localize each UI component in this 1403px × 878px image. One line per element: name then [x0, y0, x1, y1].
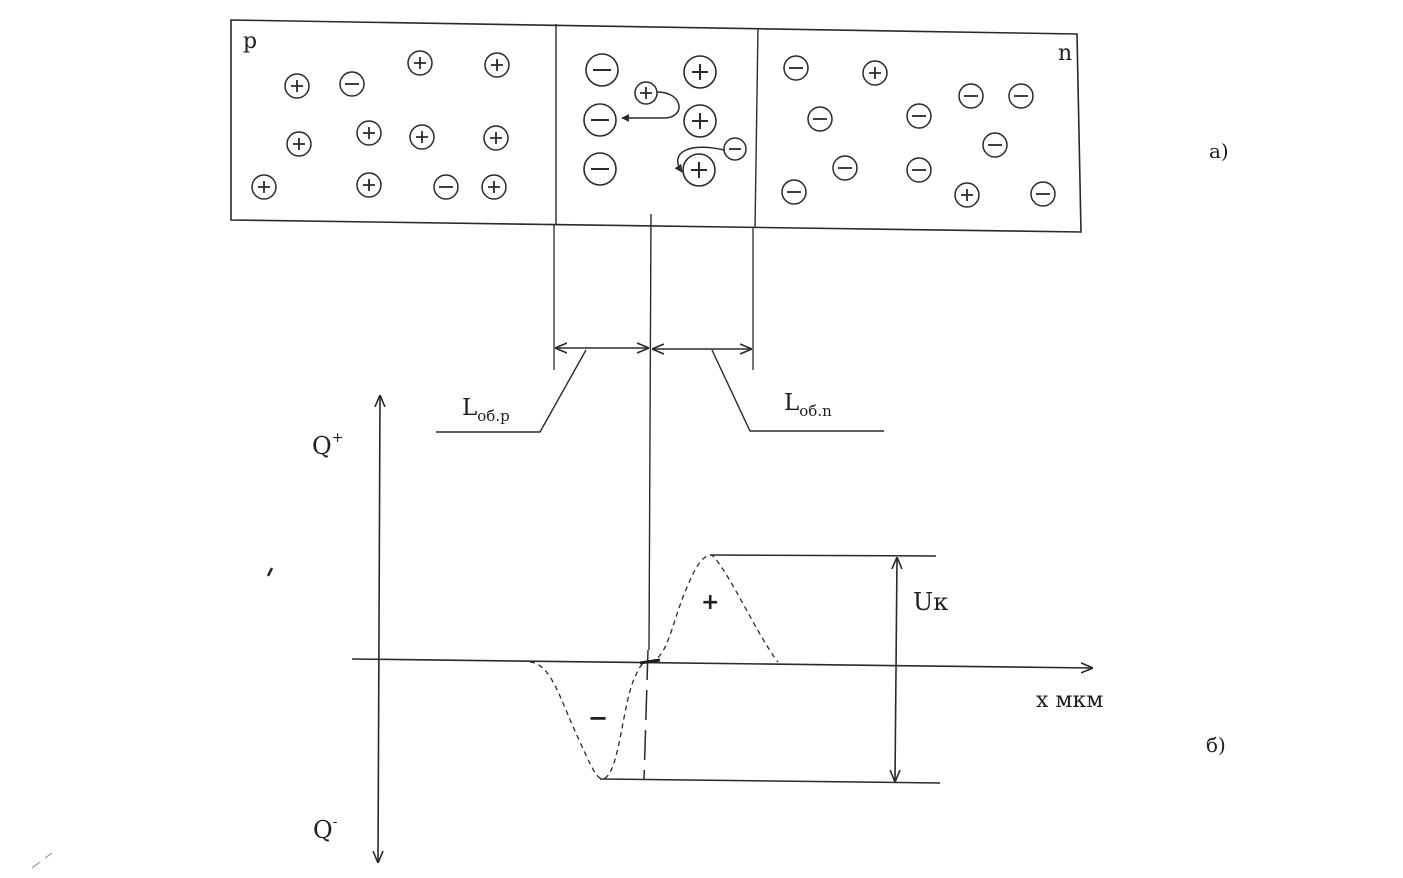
negative-charge-icon: [906, 157, 932, 183]
region-p-label: p: [243, 29, 257, 54]
positive-charge-icon: [862, 60, 888, 86]
hole-drift-arrow: [621, 91, 680, 122]
negative-charge-icon: [783, 55, 809, 81]
axis-q-minus-sup: -: [333, 814, 338, 830]
part-b-label: б): [1206, 733, 1226, 757]
width-n-label-sub: об.n: [799, 402, 832, 420]
negative-charge-icon: [433, 174, 459, 200]
positive-charge-icon: [407, 50, 433, 76]
positive-charge-icon: [356, 172, 382, 198]
positive-charge-curve: [649, 554, 779, 663]
scan-mark: [31, 852, 53, 869]
axis-q-minus-label: Q-: [313, 814, 338, 844]
junction-point-mark: [639, 658, 661, 665]
voltage-arrow: [895, 558, 897, 781]
axis-q-minus-main: Q: [313, 816, 333, 844]
axis-q-plus-main: Q: [312, 432, 332, 460]
negative-ion-icon: [585, 53, 619, 87]
positive-ion-icon: [683, 104, 717, 138]
junction-center-line: [648, 213, 652, 651]
negative-region-sign: −: [588, 704, 608, 732]
crystal-outline: [230, 19, 1082, 233]
upper-level-line: [709, 554, 937, 557]
voltage-label: Uк: [913, 588, 948, 616]
positive-charge-icon: [484, 52, 510, 78]
negative-charge-icon: [807, 106, 833, 132]
positive-charge-icon: [409, 124, 435, 150]
n-junction-boundary: [754, 27, 759, 229]
positive-charge-icon: [356, 120, 382, 146]
x-axis: [351, 658, 1092, 668]
axis-x-label: x мкм: [1036, 688, 1103, 713]
axis-q-plus-label: Q+: [312, 430, 343, 460]
lower-level-line: [599, 778, 941, 784]
depletion-region-charges: [583, 53, 747, 187]
negative-charge-icon: [1030, 181, 1056, 207]
width-p-label: Lоб.p: [462, 395, 510, 425]
width-p-label-sub: об.p: [477, 407, 509, 425]
width-p-leader: [436, 349, 587, 433]
positive-charge-icon: [483, 125, 509, 151]
width-n-leader: [711, 349, 884, 432]
positive-region-sign: +: [701, 590, 719, 615]
positive-charge-icon: [954, 182, 980, 208]
electron-drift-arrow: [674, 146, 725, 173]
width-p-label-main: L: [462, 395, 477, 421]
width-n-label-main: L: [784, 390, 799, 416]
negative-charge-icon: [958, 83, 984, 109]
positive-charge-icon: [251, 174, 277, 200]
negative-charge-icon: [832, 155, 858, 181]
width-n-label: Lоб.n: [784, 390, 832, 420]
positive-charge-icon: [284, 73, 310, 99]
crystal-block: [230, 19, 1082, 233]
junction-dashed-line: [643, 649, 649, 781]
positive-ion-icon: [683, 55, 717, 89]
q-axis: [378, 396, 380, 862]
negative-ion-icon: [583, 103, 617, 137]
positive-ion-icon: [682, 153, 716, 187]
negative-charge-icon: [906, 103, 932, 129]
negative-charge-icon: [781, 179, 807, 205]
negative-carrier-icon: [723, 137, 747, 161]
region-n-label: n: [1058, 41, 1072, 66]
part-a-label: а): [1209, 139, 1229, 163]
positive-charge-icon: [481, 174, 507, 200]
positive-charge-icon: [286, 131, 312, 157]
n-region-charges: [781, 55, 1056, 208]
p-region-charges: [251, 50, 510, 200]
positive-carrier-icon: [634, 81, 658, 105]
negative-ion-icon: [583, 152, 617, 186]
negative-charge-icon: [982, 132, 1008, 158]
negative-charge-icon: [339, 71, 365, 97]
scan-mark: [266, 567, 274, 577]
axis-q-plus-sup: +: [332, 430, 344, 446]
negative-charge-icon: [1008, 83, 1034, 109]
